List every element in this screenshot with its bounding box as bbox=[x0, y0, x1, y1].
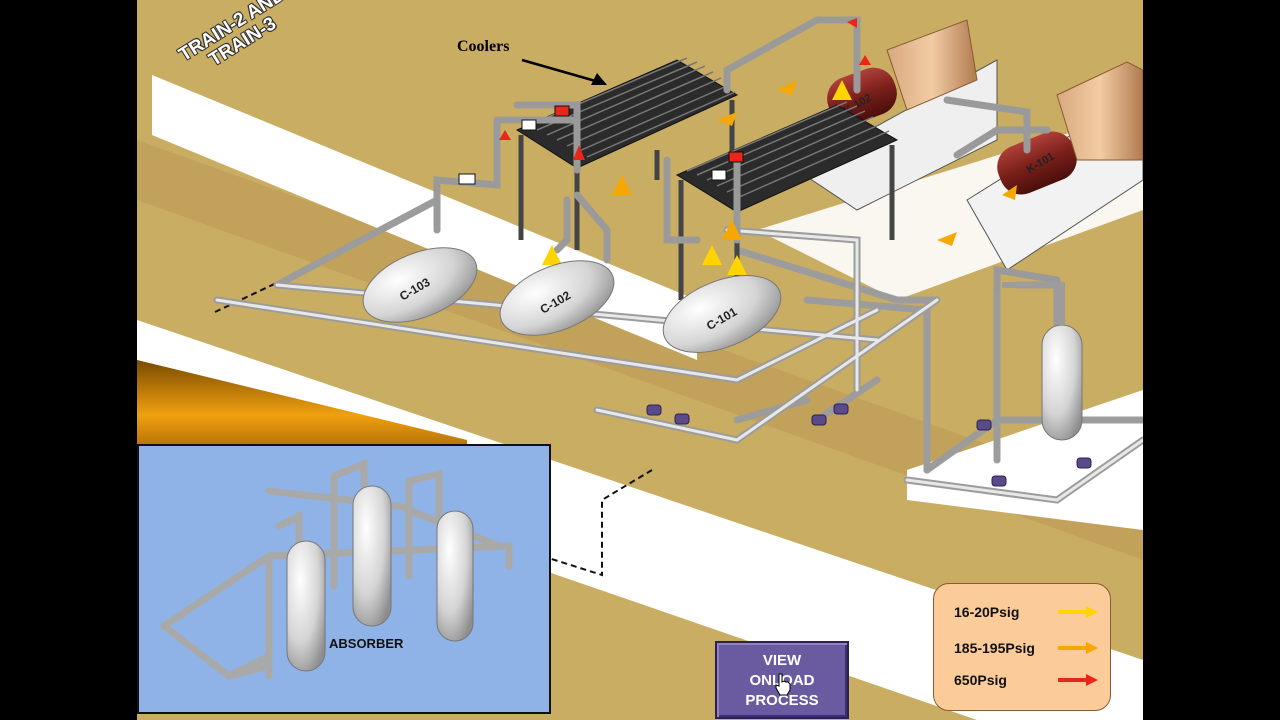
cooler-1 bbox=[515, 57, 739, 250]
orange-beam bbox=[137, 360, 467, 470]
hand-cursor-icon bbox=[775, 673, 791, 696]
legend-item: 16-20Psig bbox=[934, 600, 1110, 624]
plant-diagram: K-102 K-101 bbox=[137, 0, 1143, 720]
walkway-right-lower bbox=[907, 390, 1143, 530]
vessel-c101: C-101 bbox=[662, 275, 782, 353]
absorber-vessel-3 bbox=[436, 510, 474, 642]
coolers-label: Coolers bbox=[457, 38, 510, 55]
yellow-arrow-icon bbox=[1058, 606, 1098, 618]
absorber-vessel-1 bbox=[286, 540, 326, 672]
legend-item: 185-195Psig bbox=[934, 636, 1110, 660]
dashed-line bbox=[516, 469, 653, 577]
absorber-inset: ABSORBER bbox=[137, 444, 551, 714]
coolers-pointer-arrow bbox=[521, 58, 607, 85]
red-arrow-icon bbox=[1058, 674, 1098, 686]
plant-scene: K-102 K-101 bbox=[137, 16, 1143, 720]
legend-item: 650Psig bbox=[934, 668, 1110, 692]
vessel-c102: C-102 bbox=[499, 260, 615, 336]
vertical-vessel bbox=[1002, 282, 1083, 441]
walkway-lower bbox=[137, 320, 1143, 720]
absorber-label: ABSORBER bbox=[329, 636, 404, 651]
compressor-k101: K-101 bbox=[997, 61, 1143, 195]
dashed-line bbox=[214, 277, 288, 313]
absorber-vessel-2 bbox=[352, 485, 392, 627]
pressure-legend: 16-20Psig 185-195Psig 650Psig bbox=[933, 583, 1111, 711]
valves bbox=[646, 403, 1092, 487]
cooler-2 bbox=[675, 101, 899, 300]
absorber-scene bbox=[160, 458, 513, 681]
vessel-c103: C-103 bbox=[362, 247, 478, 323]
upper-valves bbox=[458, 105, 744, 185]
orange-arrow-icon bbox=[1058, 642, 1098, 654]
floor-band bbox=[137, 140, 1143, 560]
